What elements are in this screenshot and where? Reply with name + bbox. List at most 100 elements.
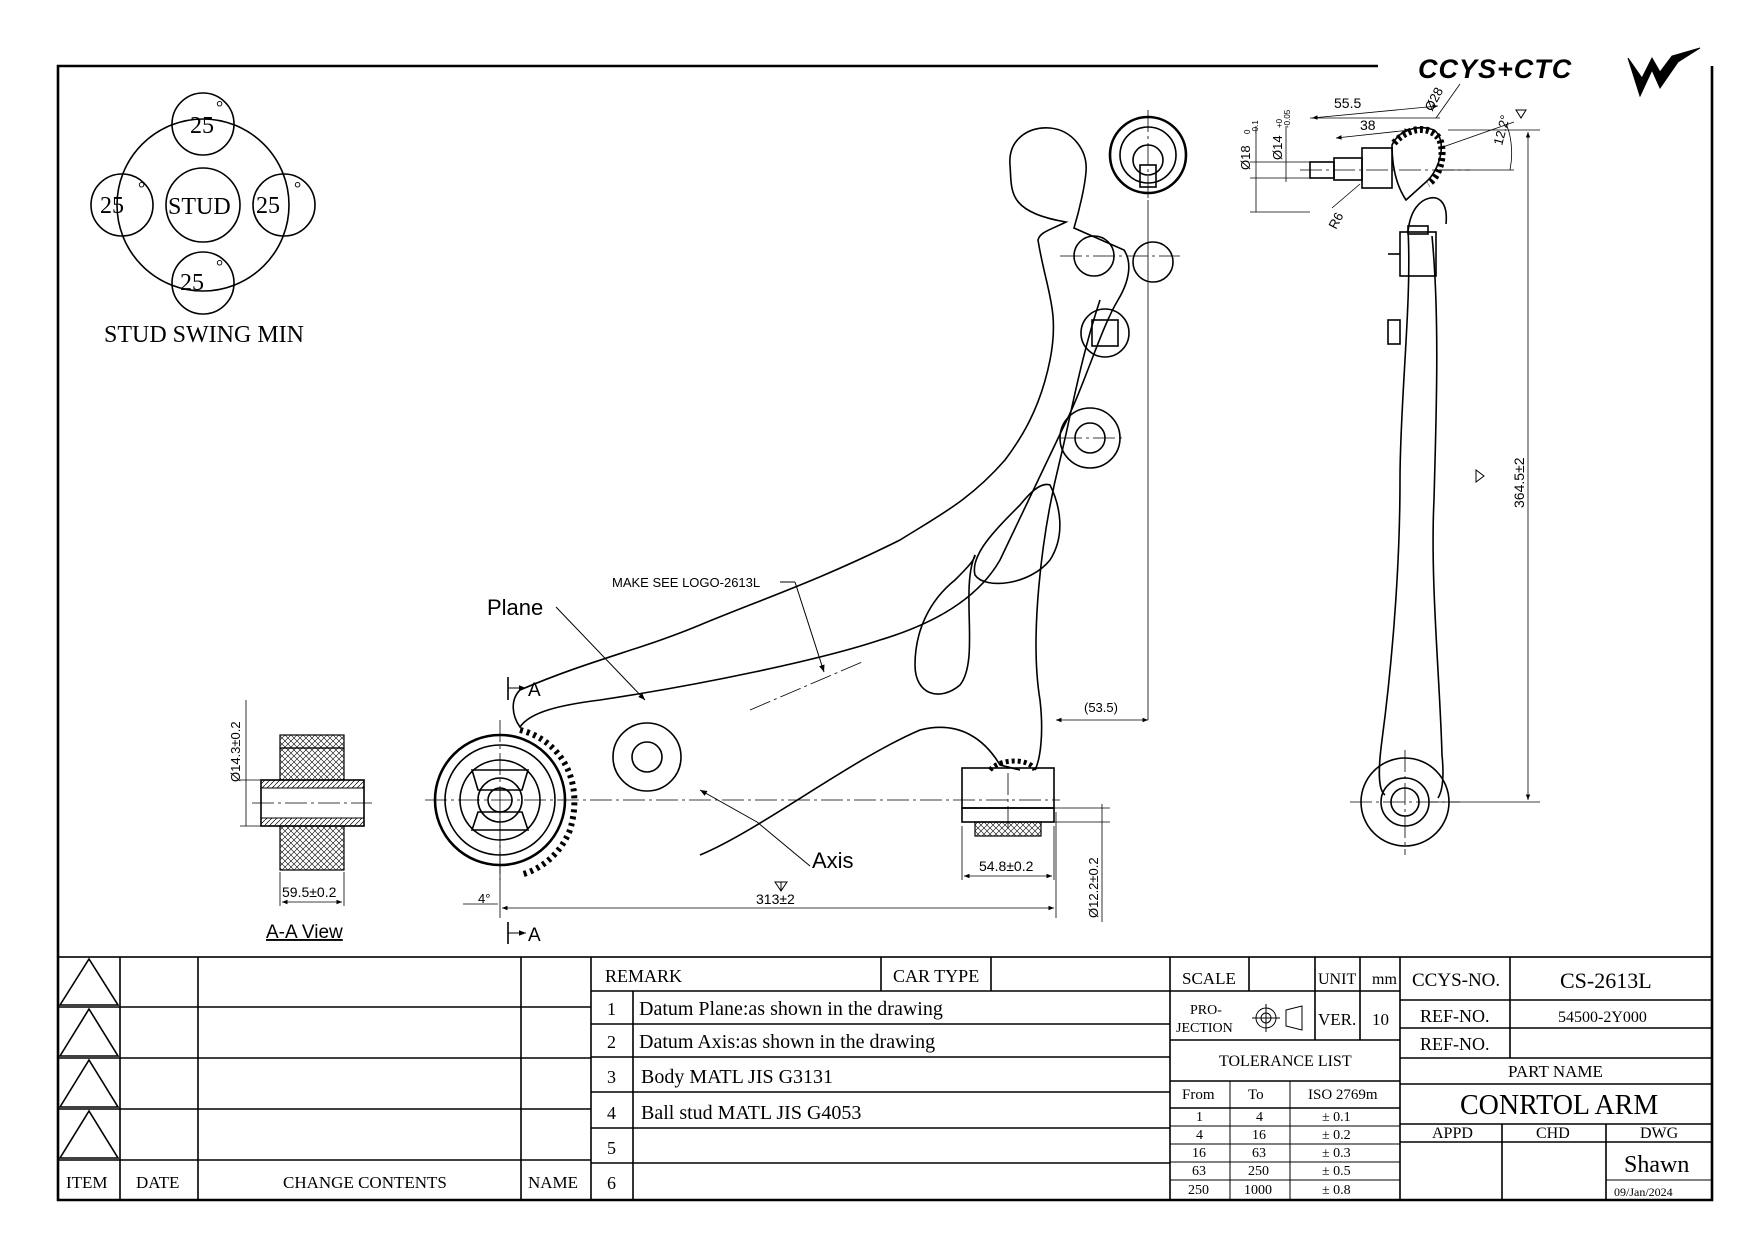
spec-table: SCALE UNIT mm PRO- JECTION VER. 10 TOLER… — [1176, 969, 1397, 1198]
control-arm-side-view: 55.5 38 Ø28 Ø18 0 -0.1 Ø14 +0 -0.05 R6 1… — [1238, 83, 1540, 855]
appd-label: APPD — [1432, 1125, 1473, 1142]
ref-no-label-1: REF-NO. — [1420, 1006, 1490, 1026]
dim-14: Ø14 — [1270, 135, 1285, 160]
title-block-lines — [57, 956, 1713, 1201]
title-block: CCYS-NO. CS-2613L REF-NO. 54500-2Y000 RE… — [1412, 968, 1689, 1199]
dim-angle: 4° — [478, 891, 490, 906]
stud-swing-right: 25 — [256, 193, 280, 219]
degree-mark: ° — [138, 178, 145, 198]
drawing-date: 09/Jan/2024 — [1614, 1185, 1673, 1199]
dim-height: 364.5±2 — [1511, 457, 1527, 508]
tol-row4-from: 63 — [1192, 1164, 1206, 1179]
ccys-no-value: CS-2613L — [1560, 968, 1652, 993]
section-aa-view: Ø14.3±0.2 59.5±0.2 A-A View — [228, 700, 372, 943]
part-name-label: PART NAME — [1508, 1062, 1603, 1081]
remark-num-3: 3 — [607, 1067, 616, 1087]
tol-row5-iso: ± 0.8 — [1322, 1183, 1351, 1198]
tol-row3-from: 16 — [1192, 1146, 1206, 1161]
dim-offset: (53.5) — [1084, 700, 1118, 715]
axis-label: Axis — [812, 848, 854, 873]
dim-14-tol-top: +0 — [1275, 118, 1284, 128]
revision-table: ITEM DATE CHANGE CONTENTS NAME — [66, 1173, 578, 1192]
degree-mark: ° — [216, 97, 223, 117]
logo-mark-icon — [1627, 47, 1701, 98]
rev-header-name: NAME — [528, 1173, 578, 1192]
ver-value: 10 — [1372, 1010, 1389, 1029]
projection-label-1: PRO- — [1190, 1003, 1222, 1018]
plane-label: Plane — [487, 595, 543, 620]
remark-text-1: Datum Plane:as shown in the drawing — [639, 998, 943, 1020]
remark-header: REMARK — [605, 966, 682, 986]
section-a-bottom: A — [528, 925, 541, 946]
tol-row2-iso: ± 0.2 — [1322, 1128, 1351, 1143]
dim-18-tol-bot: -0.1 — [1251, 120, 1260, 134]
rev-header-item: ITEM — [66, 1173, 108, 1192]
dim-14-tol-bot: -0.05 — [1283, 109, 1292, 128]
degree-mark: ° — [294, 178, 301, 198]
dim-aa-dia: Ø14.3±0.2 — [228, 721, 243, 782]
dim-55-5: 55.5 — [1334, 95, 1361, 111]
unit-label: UNIT — [1318, 971, 1356, 988]
drawn-by: Shawn — [1624, 1152, 1689, 1178]
tol-row2-to: 16 — [1252, 1128, 1266, 1143]
stud-swing-caption: STUD SWING MIN — [104, 322, 304, 348]
control-arm-plan-view — [425, 110, 1188, 880]
dim-overall-length: 313±2 — [756, 891, 795, 907]
tol-row1-from: 1 — [1196, 1110, 1203, 1125]
remark-num-5: 5 — [607, 1138, 616, 1158]
chd-label: CHD — [1536, 1125, 1570, 1142]
stud-swing-bottom: 25 — [180, 270, 204, 296]
remark-text-2: Datum Axis:as shown in the drawing — [639, 1031, 935, 1053]
dim-18-tol-top: 0 — [1243, 129, 1252, 134]
car-type-label: CAR TYPE — [893, 966, 979, 986]
remark-text-3: Body MATL JIS G3131 — [641, 1066, 833, 1088]
stud-swing-left: 25 — [100, 193, 124, 219]
company-logo: CCYS+CTC — [1418, 47, 1701, 98]
rev-header-change: CHANGE CONTENTS — [283, 1173, 447, 1192]
make-logo-label: MAKE SEE LOGO-2613L — [612, 575, 760, 590]
drawing-border — [56, 64, 1714, 1202]
rev-header-date: DATE — [136, 1173, 179, 1192]
remarks-table: REMARK CAR TYPE 1 Datum Plane:as shown i… — [605, 966, 979, 1193]
projection-label-2: JECTION — [1176, 1021, 1233, 1036]
remark-text-4: Ball stud MATL JIS G4053 — [641, 1102, 861, 1124]
tol-row4-iso: ± 0.5 — [1322, 1164, 1351, 1179]
tol-row3-iso: ± 0.3 — [1322, 1146, 1351, 1161]
dim-bushing-bore: Ø12.2±0.2 — [1086, 857, 1101, 918]
dim-bushing-width: 54.8±0.2 — [979, 858, 1034, 874]
remark-num-6: 6 — [607, 1173, 616, 1193]
tol-header-to: To — [1248, 1087, 1264, 1103]
ver-label: VER. — [1318, 1010, 1356, 1029]
ref-no-label-2: REF-NO. — [1420, 1034, 1490, 1054]
tol-row5-to: 1000 — [1244, 1183, 1272, 1198]
scale-label: SCALE — [1182, 969, 1236, 988]
dim-38: 38 — [1360, 117, 1376, 133]
dim-r6: R6 — [1325, 210, 1346, 232]
tol-row2-from: 4 — [1196, 1128, 1203, 1143]
aa-view-caption: A-A View — [266, 922, 343, 943]
callouts: Plane Axis MAKE SEE LOGO-2613L A A — [487, 575, 854, 946]
dim-18: Ø18 — [1238, 145, 1253, 170]
dim-aa-width: 59.5±0.2 — [282, 884, 337, 900]
unit-value: mm — [1372, 971, 1397, 988]
tolerance-title: TOLERANCE LIST — [1219, 1053, 1352, 1070]
section-a-top: A — [528, 680, 541, 701]
dwg-label: DWG — [1640, 1125, 1679, 1142]
remark-num-1: 1 — [607, 999, 616, 1019]
remark-num-4: 4 — [607, 1103, 616, 1123]
tol-header-iso: ISO 2769m — [1308, 1087, 1378, 1103]
ref-no-value-1: 54500-2Y000 — [1558, 1009, 1647, 1026]
stud-swing-center: STUD — [168, 194, 231, 220]
degree-mark: ° — [216, 256, 223, 276]
tol-row3-to: 63 — [1252, 1146, 1266, 1161]
plan-dimensions: 313±2 4° 54.8±0.2 Ø12.2±0.2 (53.5) — [463, 200, 1149, 922]
tol-header-from: From — [1182, 1087, 1215, 1103]
tol-row4-to: 250 — [1248, 1164, 1269, 1179]
stud-swing-top: 25 — [190, 113, 214, 139]
tol-row5-from: 250 — [1188, 1183, 1209, 1198]
stud-swing-diagram: 25 25 25 25 ° ° ° ° STUD STUD SWING MIN — [90, 92, 316, 348]
logo-text: CCYS+CTC — [1418, 54, 1572, 84]
ccys-no-label: CCYS-NO. — [1412, 970, 1500, 991]
remark-num-2: 2 — [607, 1032, 616, 1052]
tol-row1-iso: ± 0.1 — [1322, 1110, 1351, 1125]
